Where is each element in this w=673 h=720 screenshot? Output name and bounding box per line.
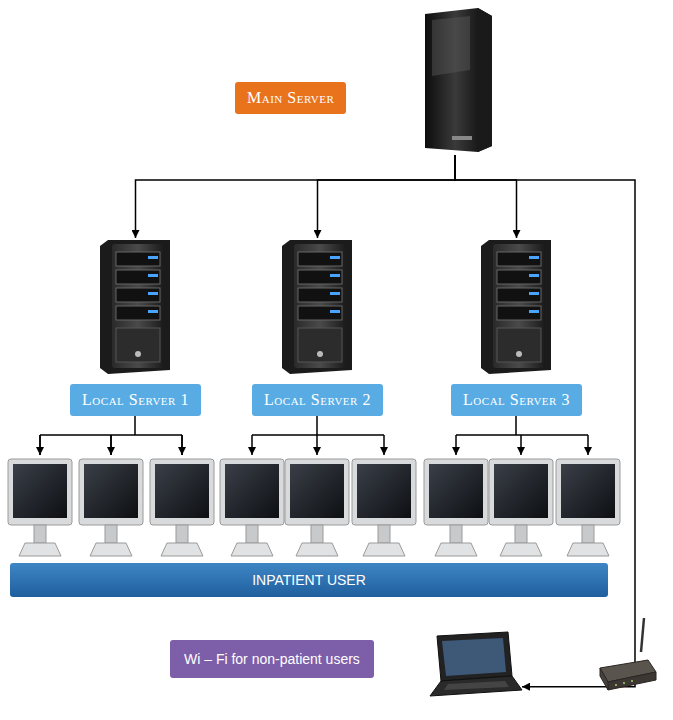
user-monitors-part xyxy=(8,459,72,556)
laptop-part xyxy=(437,632,512,681)
laptop-part xyxy=(444,681,509,690)
wifi-box: Wi – Fi for non-patient users xyxy=(170,634,522,696)
server-to-monitor-lines-part xyxy=(181,435,183,455)
user-monitors xyxy=(8,459,620,556)
local-server-box: Local Server 3 xyxy=(443,238,590,413)
server-to-monitor-lines xyxy=(40,413,588,455)
local-server-towers-part xyxy=(282,240,352,374)
wifi-router-part xyxy=(631,680,633,682)
server-to-monitor-lines-part xyxy=(316,435,318,455)
server-label-box: Main Server xyxy=(235,82,346,114)
user-monitors-part xyxy=(352,459,416,556)
connector-arrow xyxy=(136,155,456,238)
local-server-towers-part xyxy=(481,240,551,374)
main-server-tower-part xyxy=(425,8,492,152)
band-label: INPATIENT USER xyxy=(252,572,366,588)
server-to-monitor-lines-part xyxy=(456,413,588,435)
server-to-monitor-lines-part xyxy=(251,435,253,455)
main-server-tower-part xyxy=(432,16,470,76)
user-monitors-part xyxy=(424,459,488,556)
wifi-router-part xyxy=(600,668,608,690)
connector-arrow xyxy=(455,155,635,687)
laptop-part xyxy=(430,676,522,696)
wifi-router-part xyxy=(615,684,617,686)
server-label: Local Server 2 xyxy=(264,391,371,408)
local-server-towers-part xyxy=(100,240,170,374)
wifi-label-box: Wi – Fi for non-patient users xyxy=(170,640,374,678)
laptop-part xyxy=(442,638,506,676)
server-to-monitor-lines-part xyxy=(587,435,589,455)
local-server-towers xyxy=(100,240,551,374)
user-monitors-part xyxy=(220,459,284,556)
server-to-monitor-lines-part xyxy=(455,435,457,455)
user-monitors-part xyxy=(556,459,620,556)
main-server-tower-part xyxy=(452,136,472,140)
connector-arrow xyxy=(455,155,517,238)
local-server-box: Local Server 2 xyxy=(240,238,395,413)
server-to-monitor-lines-part xyxy=(520,435,522,455)
server-to-monitor-lines-part xyxy=(110,435,112,455)
wifi-router xyxy=(600,618,656,690)
server-label-box: Local Server 1 xyxy=(70,384,201,416)
server-label-box: Local Server 3 xyxy=(451,384,582,416)
user-monitors-part xyxy=(489,459,553,556)
user-monitors-part xyxy=(285,459,349,556)
local-server-box: Local Server 1 xyxy=(63,238,208,413)
main-server-tower-part xyxy=(478,8,492,152)
server-label: Wi – Fi for non-patient users xyxy=(184,651,360,667)
server-to-monitor-lines-part xyxy=(252,413,384,435)
server-to-monitor-lines-part xyxy=(40,413,182,455)
wifi-router-part xyxy=(623,682,625,684)
server-label: Local Server 3 xyxy=(463,391,570,408)
user-band: INPATIENT USER xyxy=(10,563,608,597)
server-label: Local Server 1 xyxy=(82,391,189,408)
wifi-router-part xyxy=(641,618,644,652)
user-monitors-part xyxy=(150,459,214,556)
main-server-tower xyxy=(425,8,492,152)
server-label: Main Server xyxy=(247,89,334,106)
user-monitors-part xyxy=(79,459,143,556)
server-to-monitor-lines-part xyxy=(39,435,41,455)
server-to-monitor-lines-part xyxy=(383,435,385,455)
server-label-box: Local Server 2 xyxy=(252,384,383,416)
wifi-router-part xyxy=(608,672,656,690)
main-server-box: Main Server xyxy=(235,10,495,155)
connector-arrow xyxy=(318,155,456,238)
laptop xyxy=(430,632,522,696)
